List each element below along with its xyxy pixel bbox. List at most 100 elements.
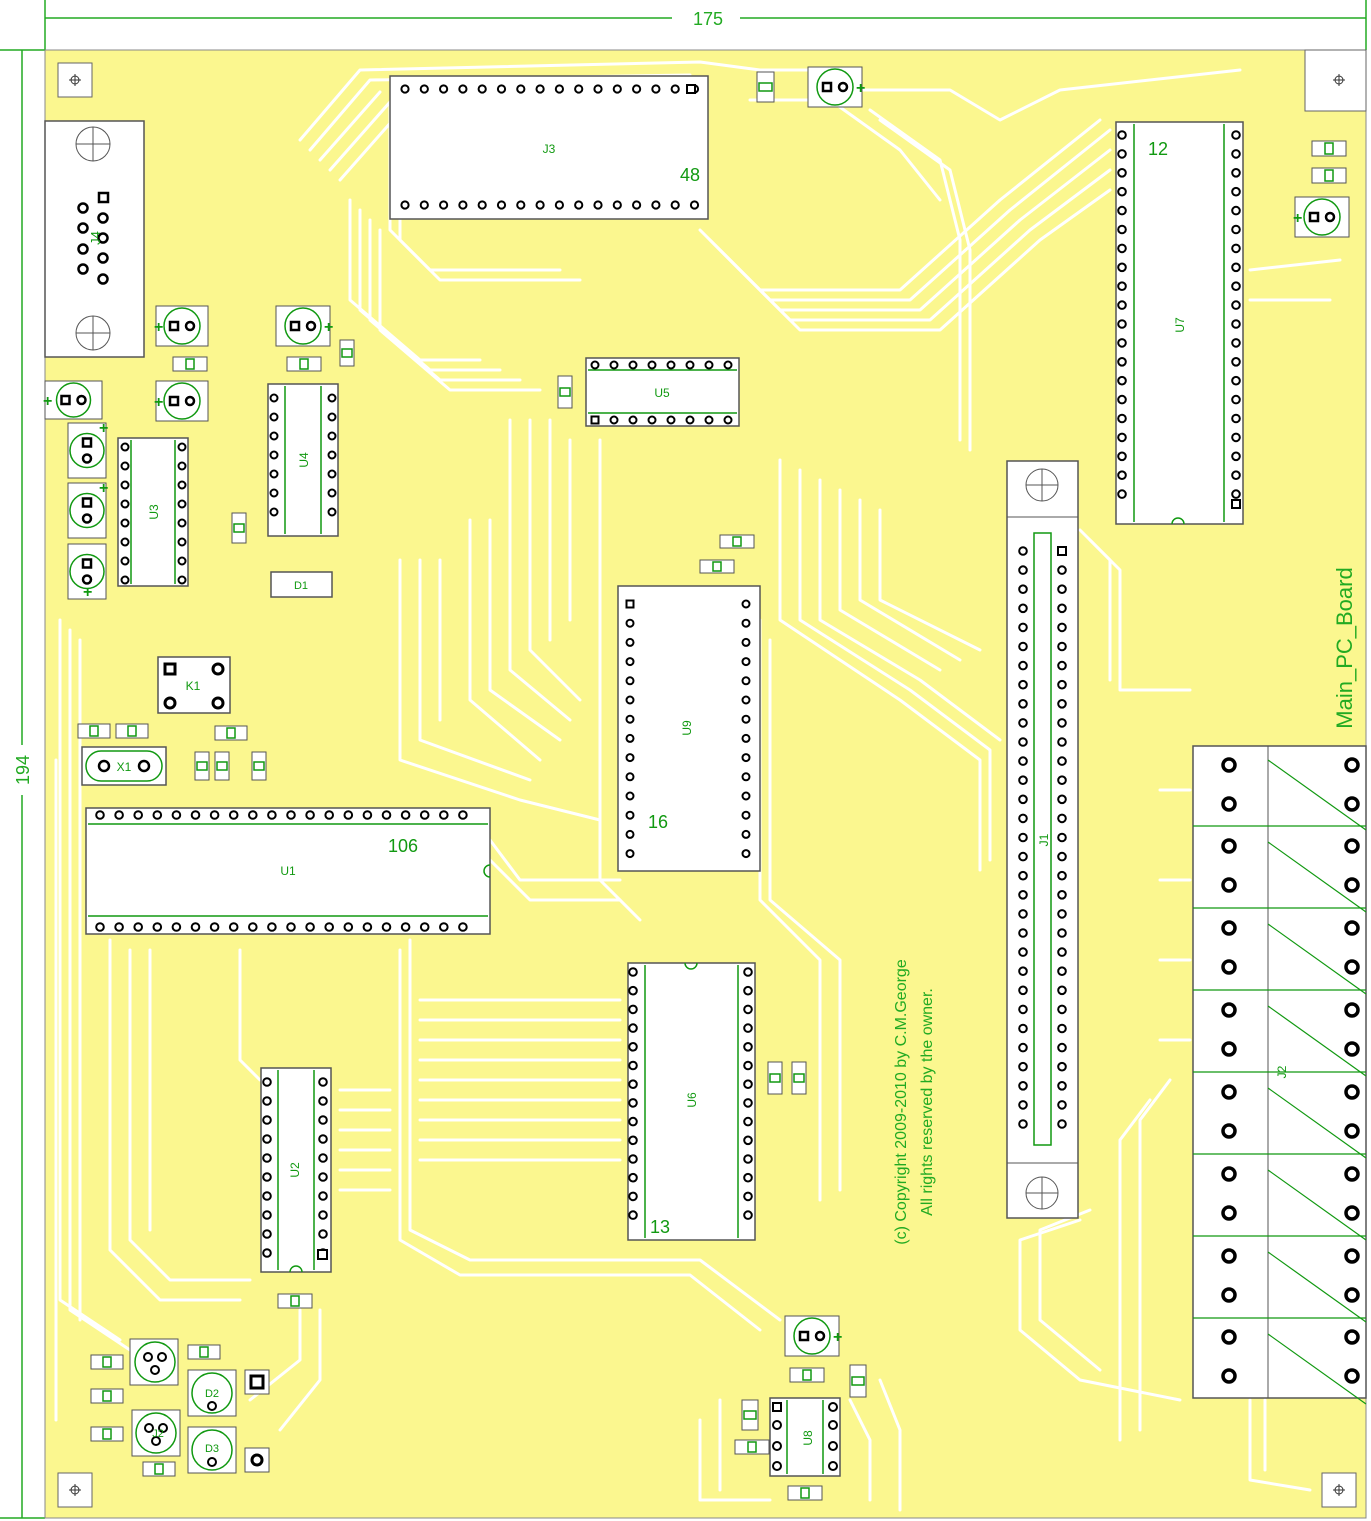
u4-label: U4 — [297, 452, 311, 468]
j4-label: J4 — [88, 231, 103, 245]
passive-component — [789, 1367, 825, 1383]
pad — [593, 84, 603, 94]
pad-square — [81, 497, 93, 508]
bottom-left-components: J2 D2 D3 — [129, 1338, 270, 1474]
pad-square — [590, 415, 600, 425]
pad — [439, 922, 449, 932]
pad — [743, 1210, 753, 1220]
passive-marking — [793, 1073, 805, 1083]
pad — [1117, 262, 1127, 273]
u3-chip: U3 — [117, 437, 189, 587]
terminal-pad — [1221, 1084, 1237, 1100]
pad-square — [1057, 546, 1067, 556]
terminal-pad — [1344, 920, 1360, 936]
pad — [741, 637, 751, 647]
board-name: Main_PC_Board — [1332, 567, 1357, 728]
terminal-pad — [1344, 877, 1360, 893]
pad — [477, 200, 487, 210]
pad — [1057, 565, 1067, 575]
pad — [685, 415, 695, 425]
pad — [609, 415, 619, 425]
pad — [318, 1077, 328, 1087]
d2-label: D2 — [205, 1388, 219, 1400]
pad — [1057, 928, 1067, 938]
pad — [1018, 947, 1028, 957]
terminal-pad — [1221, 877, 1237, 893]
pad — [209, 922, 220, 932]
pad — [1018, 603, 1028, 614]
pad — [419, 200, 429, 210]
pad — [1018, 641, 1028, 652]
pad — [248, 922, 258, 932]
pad — [1231, 338, 1241, 348]
u7-value: 12 — [1148, 139, 1168, 159]
pad — [743, 1116, 753, 1127]
pad — [1117, 319, 1127, 329]
pad — [535, 200, 545, 210]
u9-value: 16 — [648, 812, 668, 832]
pad — [1018, 699, 1028, 709]
j3-header: J3 48 — [389, 75, 709, 220]
pad — [120, 442, 130, 452]
polarity-plus-mark: + — [99, 420, 108, 437]
passive-marking — [102, 1390, 112, 1402]
passive-component — [787, 1485, 823, 1501]
pad — [723, 415, 733, 425]
pad — [554, 84, 565, 94]
terminal-pad — [1221, 1205, 1237, 1221]
pad — [269, 393, 279, 403]
pad — [704, 415, 714, 425]
passive-component — [115, 723, 149, 739]
pad — [269, 488, 279, 498]
pad — [1117, 149, 1127, 159]
pad — [625, 695, 635, 705]
pad — [651, 84, 661, 94]
pad — [269, 412, 279, 422]
pad-square — [317, 1249, 328, 1260]
routing-traces — [54, 60, 1342, 1512]
pad — [381, 810, 392, 820]
pad — [262, 1229, 272, 1239]
pad — [1018, 909, 1028, 919]
pad — [1231, 149, 1241, 159]
pad — [1231, 281, 1241, 292]
pad — [612, 200, 622, 210]
pad — [741, 657, 751, 667]
copyright-line-2: All rights reserved by the owner. — [919, 988, 936, 1216]
pad — [1018, 737, 1028, 747]
passive-marking — [185, 358, 195, 370]
pad — [743, 985, 753, 996]
pad — [625, 753, 635, 763]
pad — [1117, 168, 1127, 178]
passive-marking — [747, 1441, 757, 1453]
capacitor-outline — [67, 482, 107, 539]
passive-component — [77, 723, 111, 739]
pad — [1057, 851, 1067, 862]
pad — [381, 922, 392, 932]
pad — [1231, 451, 1241, 462]
pad — [1057, 756, 1067, 766]
pad — [305, 320, 317, 332]
pad — [262, 1134, 272, 1144]
pad — [535, 84, 545, 94]
u6-label: U6 — [685, 1092, 699, 1108]
pad — [177, 537, 187, 547]
pad — [439, 200, 449, 210]
capacitor-body — [69, 432, 105, 469]
pad-square — [1231, 499, 1241, 509]
pad — [1057, 1119, 1067, 1129]
capacitor-outline — [44, 380, 103, 420]
passive-component — [339, 339, 355, 367]
capacitor-body — [69, 492, 105, 529]
pad — [1018, 890, 1028, 900]
pad — [1057, 813, 1067, 824]
terminal-pad — [1221, 1248, 1237, 1264]
pad — [741, 599, 751, 609]
pad — [743, 967, 753, 977]
pad — [1117, 130, 1127, 140]
pad — [228, 922, 239, 932]
pad — [1231, 262, 1241, 273]
pad — [704, 360, 714, 370]
pad — [190, 810, 201, 820]
pad — [1231, 470, 1241, 481]
